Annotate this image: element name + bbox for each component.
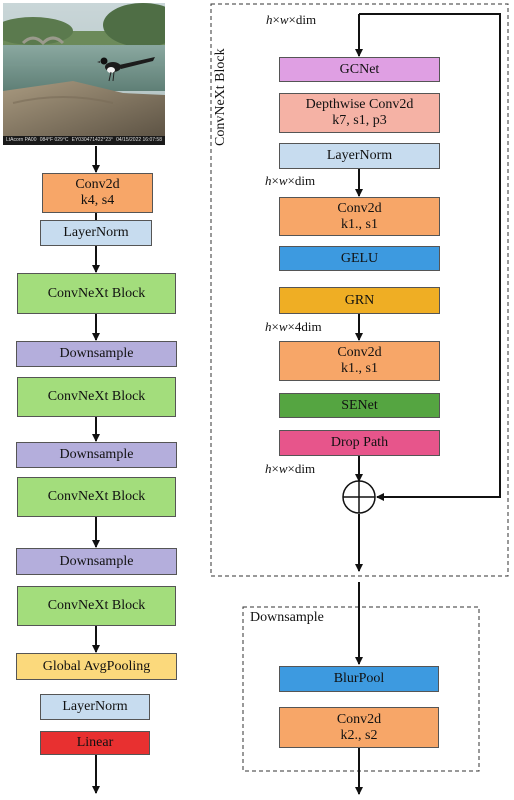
magpie-photo-illustration	[3, 3, 165, 145]
gelu-box: GELU	[279, 246, 440, 271]
stem-conv2d-label: Conv2d	[75, 177, 120, 192]
convnext-block-3-label: ConvNeXt Block	[47, 489, 146, 504]
downsample-3-box: Downsample	[16, 548, 177, 575]
drop-path-box: Drop Path	[279, 430, 440, 456]
convnext-block-2-box: ConvNeXt Block	[17, 377, 176, 417]
convnext-block-4-box: ConvNeXt Block	[17, 586, 176, 626]
residual-connection	[359, 13, 501, 501]
add-operator-icon	[342, 480, 376, 514]
dim-expand-label: h×w×4dim	[265, 319, 322, 334]
pointwise-conv-2-label: Conv2d	[337, 345, 382, 360]
gelu-label: GELU	[340, 250, 379, 266]
gcnet-box: GCNet	[279, 57, 440, 82]
convnext-block-title-text: ConvNeXt Block	[213, 48, 228, 146]
depthwise-conv-params: k7, s1, p3	[332, 113, 387, 128]
downsample-conv-label: Conv2d	[336, 711, 382, 727]
caption-date: 04/15/2022 16:07:58	[116, 137, 162, 143]
dim-output-label: h×w×dim	[265, 461, 316, 476]
photo-caption: LtAcorn PA00 084°F 029°C EY030471422°23°…	[3, 136, 165, 145]
blurpool-box: BlurPool	[279, 666, 439, 692]
downsample-conv-box: Conv2d k2., s2	[279, 707, 439, 748]
grn-box: GRN	[279, 287, 440, 314]
downsample-2-box: Downsample	[16, 442, 177, 468]
convnext-block-3-box: ConvNeXt Block	[17, 477, 176, 517]
caption-camera: LtAcorn PA00	[6, 137, 37, 143]
global-avgpool-label: Global AvgPooling	[42, 658, 151, 674]
convnext-block-title: ConvNeXt Block	[213, 48, 229, 146]
senet-label: SENet	[341, 397, 378, 413]
dim-after-norm-label: h×w×dim	[265, 173, 316, 188]
pointwise-conv-1-box: Conv2d k1., s1	[279, 197, 440, 236]
grn-label: GRN	[344, 292, 375, 308]
downsample-1-box: Downsample	[16, 341, 177, 367]
downsample-1-label: Downsample	[59, 346, 134, 361]
blurpool-label: BlurPool	[333, 671, 385, 686]
downsample-frame	[242, 606, 480, 772]
pointwise-conv-1-label: Conv2d	[337, 200, 382, 216]
stem-layernorm-label: LayerNorm	[63, 225, 129, 240]
global-avgpool-box: Global AvgPooling	[16, 653, 177, 680]
downsample-3-label: Downsample	[59, 553, 134, 569]
stem-conv2d-params: k4, s4	[80, 193, 115, 208]
input-photo: LtAcorn PA00 084°F 029°C EY030471422°23°…	[3, 3, 165, 145]
downsample-2-label: Downsample	[59, 447, 134, 462]
convnext-block-frame	[210, 3, 509, 577]
caption-temperature: 084°F 029°C	[39, 137, 69, 143]
depthwise-conv-box: Depthwise Conv2d k7, s1, p3	[279, 93, 440, 133]
block-layernorm-box: LayerNorm	[279, 143, 440, 169]
block-layernorm-label: LayerNorm	[326, 148, 393, 163]
convnext-block-1-label: ConvNeXt Block	[47, 285, 146, 301]
depthwise-conv-label: Depthwise Conv2d	[305, 97, 414, 112]
head-layernorm-label: LayerNorm	[62, 699, 128, 714]
linear-box: Linear	[40, 731, 150, 755]
pointwise-conv-2-params: k1., s1	[341, 361, 378, 376]
gcnet-label: GCNet	[339, 61, 380, 77]
convnext-block-4-label: ConvNeXt Block	[47, 598, 146, 613]
convnext-block-2-label: ConvNeXt Block	[47, 389, 146, 404]
drop-path-label: Drop Path	[330, 435, 389, 450]
convnext-block-1-box: ConvNeXt Block	[17, 273, 176, 314]
pointwise-conv-1-params: k1., s1	[341, 216, 378, 232]
downsample-title-text: Downsample	[250, 610, 324, 625]
dim-input-label: h×w×dim	[266, 12, 317, 27]
linear-label: Linear	[76, 735, 114, 750]
pointwise-conv-2-box: Conv2d k1., s1	[279, 341, 440, 381]
senet-box: SENet	[279, 393, 440, 418]
stem-layernorm-box: LayerNorm	[40, 220, 152, 246]
head-layernorm-box: LayerNorm	[40, 694, 150, 720]
caption-code: EY030471422°23°	[71, 137, 113, 143]
downsample-conv-params: k2., s2	[340, 727, 378, 743]
downsample-title: Downsample	[250, 610, 324, 626]
stem-conv2d-box: Conv2d k4, s4	[42, 173, 153, 213]
